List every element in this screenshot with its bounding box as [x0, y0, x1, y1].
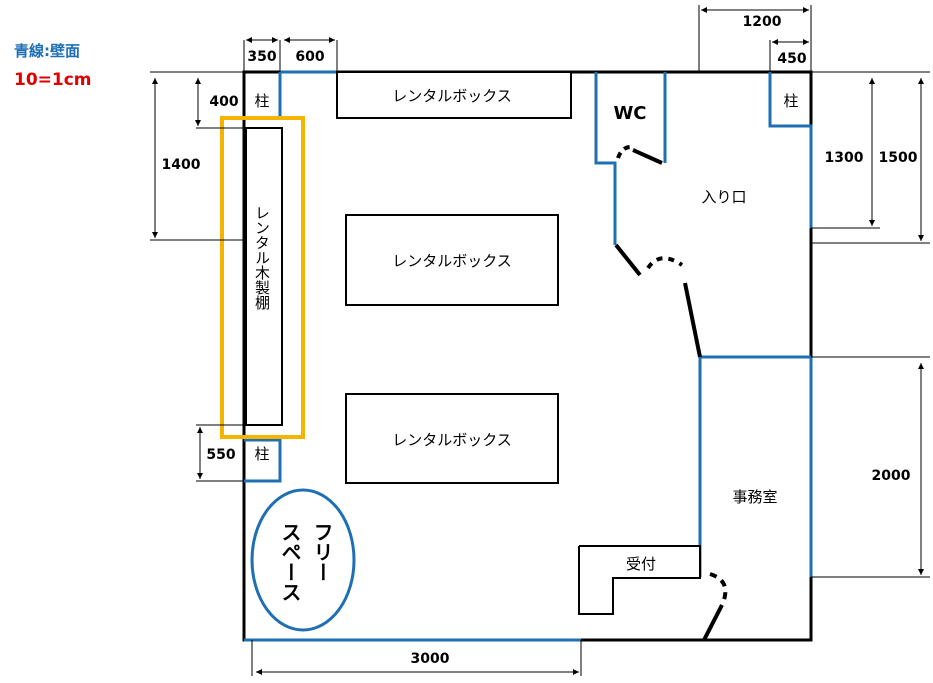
dim-2000: 2000 [872, 468, 911, 484]
office-label: 事務室 [732, 488, 777, 506]
entrance-door-arc [646, 256, 684, 270]
rental-shelf-label: レンタル木製棚 [253, 205, 271, 310]
office-door [702, 604, 724, 641]
free-space-label-1: フリー [310, 522, 334, 582]
dim-1400: 1400 [162, 157, 201, 173]
wc-label: WC [613, 103, 646, 124]
entrance-label: 入り口 [701, 188, 746, 206]
dim-1200: 1200 [743, 14, 782, 30]
arrowheads [152, 7, 924, 675]
dim-350: 350 [247, 49, 276, 65]
pillar-top-left: 柱 [254, 92, 269, 110]
pillar-bottom-left: 柱 [254, 445, 269, 463]
rental-box-bottom-label: レンタルボックス [392, 431, 512, 449]
reception-label: 受付 [626, 555, 656, 573]
reception-counter [578, 545, 701, 615]
wall-left-pillar [244, 438, 282, 483]
blue-walls [244, 70, 813, 642]
shelf-highlight [220, 116, 305, 439]
rental-shelf [245, 127, 283, 426]
dim-1300: 1300 [825, 150, 864, 166]
dimension-lines [150, 5, 930, 676]
wall-wc [594, 72, 617, 245]
free-space-label-2: スペース [278, 522, 302, 602]
legend-scale-note: 10=1cm [14, 70, 92, 90]
rental-box-top-label: レンタルボックス [392, 87, 512, 105]
pillar-top-right: 柱 [783, 92, 798, 110]
dim-3000: 3000 [411, 651, 450, 667]
dim-1500: 1500 [879, 150, 918, 166]
wc-door-arc [616, 144, 634, 159]
office-door-arc [709, 572, 728, 601]
dim-450: 450 [777, 51, 806, 67]
entrance-door-left [614, 243, 642, 277]
doors [614, 144, 728, 641]
free-space-ellipse [250, 488, 356, 632]
dim-550: 550 [206, 447, 235, 463]
wall-office [698, 355, 811, 577]
rental-box-middle [345, 214, 559, 306]
legend-wall-note: 青線:壁面 [14, 42, 80, 60]
wc-door [632, 148, 663, 165]
dim-600: 600 [295, 49, 324, 65]
rental-box-middle-label: レンタルボックス [392, 252, 512, 270]
rental-box-top [336, 71, 572, 119]
dim-400: 400 [209, 94, 238, 110]
entrance-door-right [683, 282, 702, 358]
rental-box-bottom [345, 393, 559, 484]
wall-right-pillar [768, 72, 813, 228]
